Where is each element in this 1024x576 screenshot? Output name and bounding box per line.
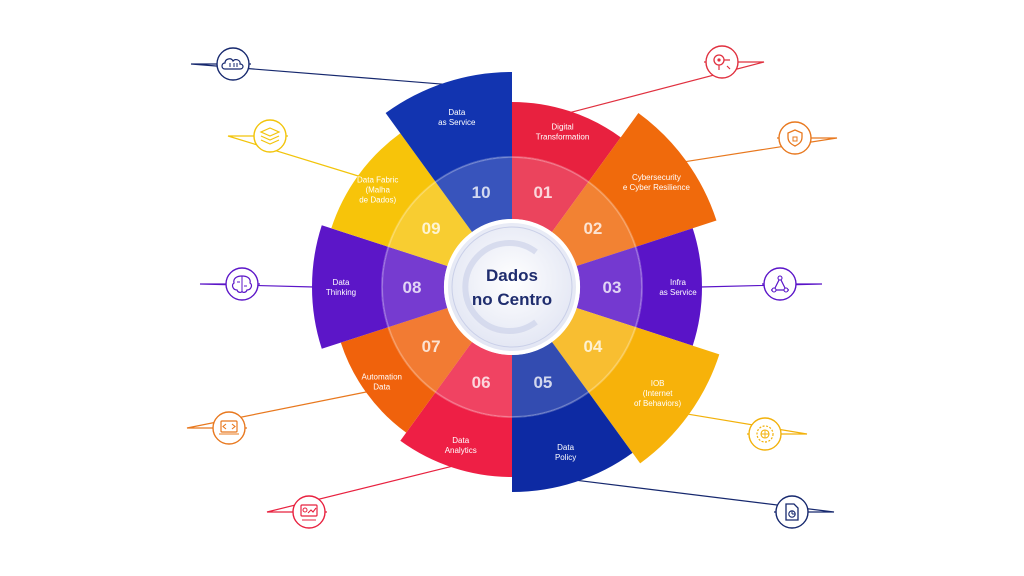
inner-highlight-09	[388, 181, 473, 266]
document-chart-icon	[775, 495, 809, 529]
layers-icon	[253, 119, 287, 153]
segment-03	[635, 228, 702, 346]
brain-icon	[225, 267, 259, 301]
connector-line-04	[686, 413, 808, 435]
segment-number-04: 04	[583, 337, 602, 356]
segment-number-02: 02	[583, 219, 602, 238]
inner-highlight-02	[551, 181, 636, 266]
inner-segment-03	[576, 246, 642, 328]
code-laptop-icon	[212, 411, 246, 445]
inner-ring-outline	[381, 156, 643, 418]
inner-segment-08	[381, 246, 448, 328]
inner-ring	[381, 156, 643, 418]
inner-segment-07	[388, 308, 473, 393]
inner-highlight-03	[576, 246, 642, 328]
inner-highlight-01	[512, 157, 589, 232]
connector-line-02	[684, 137, 838, 163]
inner-highlight-04	[551, 308, 636, 393]
inner-segment-01	[512, 157, 589, 232]
inner-segment-04	[551, 308, 636, 393]
center-title-line1: Dados	[486, 266, 538, 285]
segment-05	[512, 392, 633, 492]
center-hub: Dados no Centro	[444, 219, 580, 355]
connector-line-09	[227, 135, 361, 178]
segment-04	[588, 327, 720, 464]
segment-01	[512, 102, 621, 182]
segment-number-09: 09	[422, 219, 441, 238]
outer-segments	[312, 72, 720, 492]
inner-highlight-08	[381, 246, 448, 328]
segment-06	[400, 392, 512, 477]
segment-number-03: 03	[603, 278, 622, 297]
inner-segment-02	[551, 181, 636, 266]
inner-segment-10	[435, 157, 512, 232]
presentation-chart-icon	[292, 495, 326, 529]
inner-highlight-05	[512, 342, 589, 417]
network-nodes-icon	[763, 267, 797, 301]
segment-02	[588, 113, 717, 247]
inner-highlight-10	[435, 157, 512, 232]
segment-icons	[212, 45, 812, 529]
segment-number-01: 01	[533, 183, 552, 202]
segment-09	[331, 133, 436, 247]
segment-number-08: 08	[403, 278, 422, 297]
segment-07	[340, 327, 436, 433]
segment-number-05: 05	[533, 373, 552, 392]
segment-number-06: 06	[472, 373, 491, 392]
connector-line-03	[699, 283, 823, 288]
inner-highlight-06	[435, 342, 512, 417]
segment-10	[385, 72, 512, 182]
globe-badge-icon	[748, 417, 782, 451]
inner-segment-06	[435, 342, 512, 417]
network-target-icon	[705, 45, 739, 79]
segment-08	[312, 225, 389, 349]
segment-number-07: 07	[422, 337, 441, 356]
shield-icon	[778, 121, 812, 155]
inner-highlight-07	[388, 308, 473, 393]
segment-number-10: 10	[472, 183, 491, 202]
inner-segment-09	[388, 181, 473, 266]
inner-segment-05	[512, 342, 589, 417]
cloud-binary-icon	[216, 47, 250, 81]
center-title-line2: no Centro	[472, 290, 552, 309]
